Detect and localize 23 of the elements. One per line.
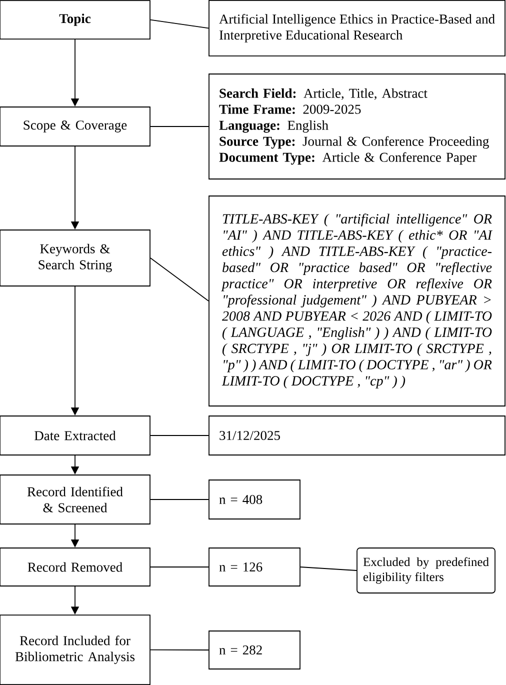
criteria-box: Search Field: Article, Title, Abstract Time Frame: 2009-2025 Language: English Source Type: Journal & Conference Proceeding Document Type: Article & Conference Paper: [208, 74, 506, 180]
process-box: Scope & Coverage: [0, 106, 150, 146]
process-box: Record Removed: [0, 548, 150, 586]
topic-box: Topic: [0, 0, 150, 40]
process-box: Record Included for Bibliometric Analysis: [0, 614, 150, 685]
search-string-box: TITLE-ABS-KEY ( "artificial intelligence" OR "AI" ) AND TITLE-ABS-KEY ( ethic* OR "AI ethics" ) AND TITLE-ABS-KEY ( "practice-based" OR "practice based" OR "reflective practice" OR interpretive OR reflexive OR "professional judgement" ) AND PUBYEAR > 2008 AND PUBYEAR < 2026 AND ( LIMIT-TO ( LANGUAGE , "English" ) ) AND ( LIMIT-TO ( SRCTYPE , "j" ) OR LIMIT-TO ( SRCTYPE , "p" ) ) AND ( LIMIT-TO ( DOCTYPE , "ar" ) OR LIMIT-TO ( DOCTYPE , "cp" ) ): [208, 196, 506, 406]
connector-line: [150, 126, 209, 127]
connector-line: [150, 258, 209, 302]
process-box: Keywords & Search String: [0, 230, 150, 286]
count-box: n = 282: [208, 630, 300, 670]
process-box: Date Extracted: [0, 416, 150, 456]
connector-line: [150, 566, 209, 568]
process-box: Record Identified & Screened: [0, 474, 150, 524]
connector-line: [150, 649, 209, 650]
count-box: n = 126: [208, 548, 300, 586]
connector-line: [150, 499, 209, 500]
connector-line: [150, 435, 209, 436]
description-box: Artificial Intelligence Ethics in Practice-Based and Interpretive Educational Research: [208, 0, 506, 56]
connector-line: [300, 566, 357, 571]
note-box: Excluded by predefined eligibility filters: [356, 548, 496, 594]
connector-line: [150, 19, 209, 29]
count-box: n = 408: [208, 480, 300, 520]
value-box: 31/12/2025: [208, 416, 506, 456]
